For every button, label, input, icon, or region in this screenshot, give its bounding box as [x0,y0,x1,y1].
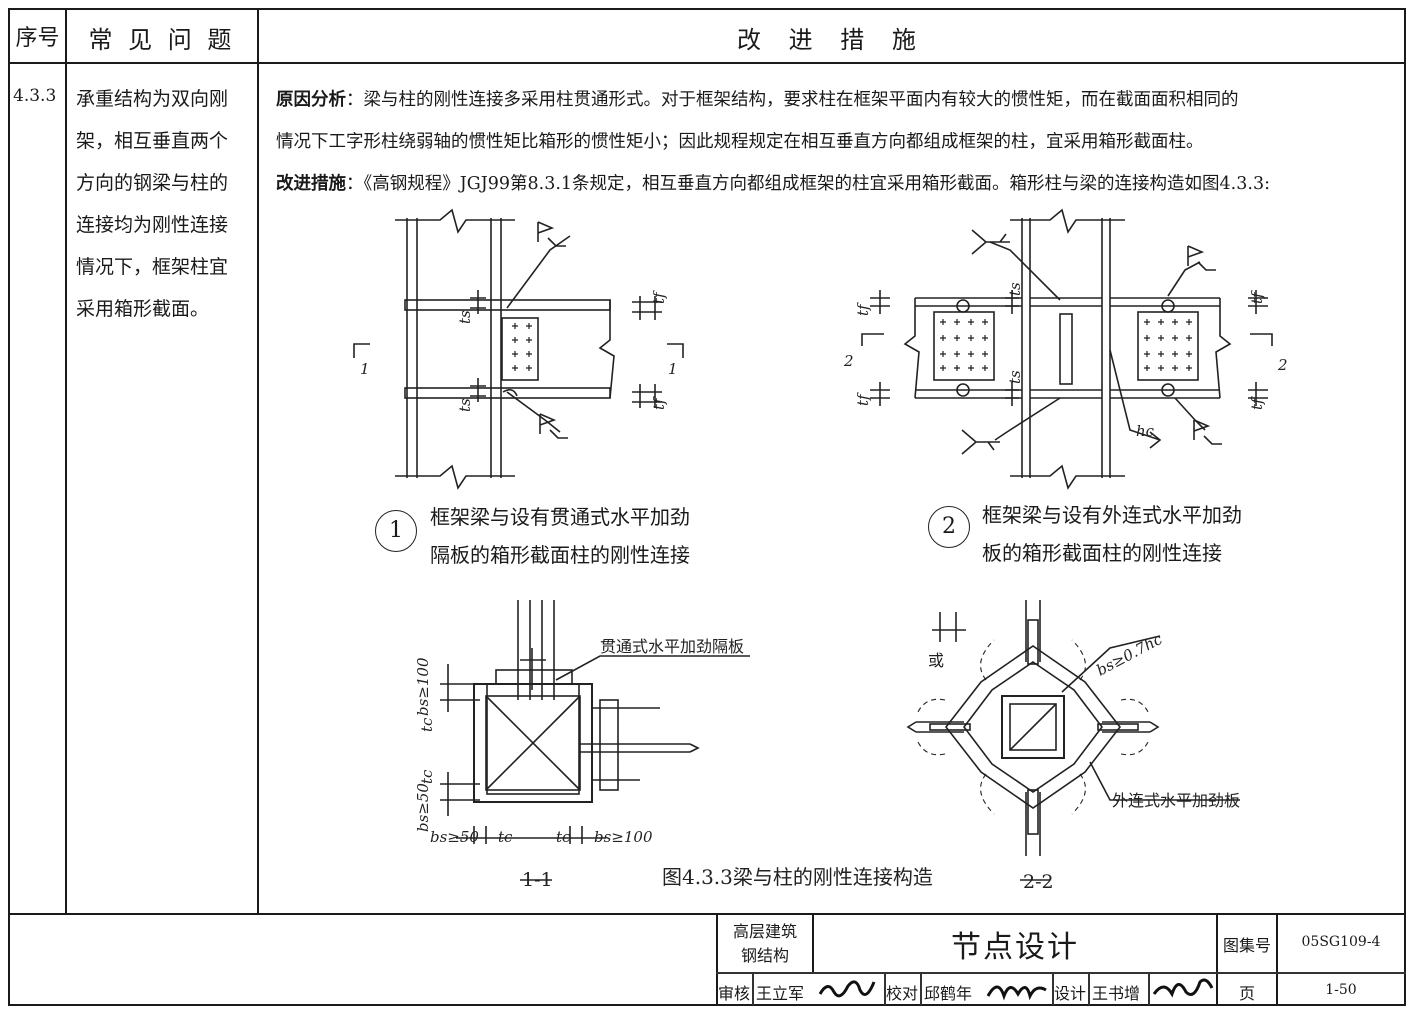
measure-text: ：《高钢规程》JGJ99第8.3.1条规定，相互垂直方向都组成框架的柱宜采用箱形… [346,174,1270,194]
frame-left [8,8,10,1006]
header-col-no: 序号 [15,26,60,51]
problem-line: 架，相互垂直两个 [76,130,229,152]
dim-bottom-tc-2: tc [556,828,571,846]
tb-category: 高层建筑 钢结构 [718,920,812,968]
dim-tc-vert-1: tc [418,717,436,732]
problem-line: 情况下，框架柱宜 [76,256,229,278]
fig1-caption-line: 隔板的箱形截面柱的刚性连接 [430,543,690,567]
tb-designer: 王书增 [1092,984,1141,1003]
col-divider-1 [65,8,67,914]
fig1-number-circle: 1 [375,510,417,552]
label-ts-3: ts [1006,282,1024,296]
fig2-elevation [861,208,1273,490]
tb-div-b3 [920,973,922,1005]
content-bottom [8,913,1406,915]
tb-design-label: 设计 [1054,984,1087,1003]
tb-page-label: 页 [1238,984,1255,1003]
tb-category-line: 钢结构 [740,946,789,965]
section-1-1 [440,600,750,881]
sec-mark-2-left: 2 [843,352,854,370]
label-tf-3: tf [854,302,872,316]
measure-line: 改进措施：《高钢规程》JGJ99第8.3.1条规定，相互垂直方向都组成框架的柱宜… [276,170,1270,195]
label-ts-1: ts [456,310,474,324]
tb-category-line: 高层建筑 [732,922,797,941]
label-ts-2: ts [456,398,474,412]
section-2-2 [906,600,1240,881]
tb-title: 节点设计 [951,930,1079,965]
dim-bs100-vert: bs≥100 [414,657,432,716]
tb-div-b2 [884,973,886,1005]
figure-title: 图4.3.3梁与柱的刚性连接构造 [662,865,933,889]
problem-line: 方向的钢梁与柱的 [76,172,229,194]
fig1-caption: 框架梁与设有贯通式水平加劲 隔板的箱形截面柱的刚性连接 [430,498,690,574]
tb-checker: 邱鹤年 [924,984,973,1003]
problem-line: 连接均为刚性连接 [76,214,229,236]
fig2-caption-line: 板的箱形截面柱的刚性连接 [982,541,1222,565]
label-tf-1: tf [650,290,668,304]
col-divider-2 [257,8,259,914]
frame-top [8,8,1406,10]
dim-bs07hc: bs≥0.7hc [1093,630,1165,680]
sec-mark-1-left: 1 [360,360,370,378]
problem-line: 承重结构为双向刚 [76,88,229,110]
frame-right [1404,8,1406,1006]
dim-bottom-bs100: bs≥100 [594,828,653,846]
tb-div-b6 [1148,973,1150,1005]
label-tf-6: tf [1248,396,1266,410]
tb-div-cat [812,913,814,973]
tb-div-b1 [752,973,754,1005]
dim-or-label: 或 [928,651,944,670]
fig2-caption-line: 框架梁与设有外连式水平加劲 [982,503,1242,527]
tb-div-atlas [1276,913,1278,1005]
problem-line: 采用箱形截面。 [76,298,210,320]
label-tf-2: tf [650,396,668,410]
section1-note: 贯通式水平加劲隔板 [600,637,744,656]
section1-label: 1-1 [522,869,553,891]
fig1-caption-line: 框架梁与设有贯通式水平加劲 [430,505,690,529]
tb-div-title [1216,913,1218,1005]
dim-bottom-tc-1: tc [498,828,513,846]
measure-label: 改进措施 [276,174,346,194]
row-number: 4.3.3 [13,86,57,106]
tb-div-b5 [1088,973,1090,1005]
label-hc: hc [1136,422,1155,440]
tb-atlas-no: 05SG109-4 [1301,934,1381,950]
fig2-number-circle: 2 [928,506,970,548]
fig2-caption: 框架梁与设有外连式水平加劲 板的箱形截面柱的刚性连接 [982,496,1242,572]
label-tf-4: tf [854,392,872,406]
analysis-label: 原因分析 [276,90,346,110]
sec-mark-2-right: 2 [1277,356,1288,374]
dim-bs50-vert: bs≥50 [414,783,432,832]
section2-note: 外连式水平加劲板 [1112,791,1240,810]
analysis-text-1: ：梁与柱的刚性连接多采用柱贯通形式。对于框架结构，要求柱在框架平面内有较大的惯性… [346,90,1239,110]
designer-signature [1152,978,1214,998]
header-col-measure: 改 进 措 施 [737,26,926,54]
header-divider [8,62,1406,64]
tb-row-divider [716,972,1406,974]
dim-bottom-bs50: bs≥50 [430,828,479,846]
analysis-line-2: 情况下工字形柱绕弱轴的惯性矩比箱形的惯性矩小；因此规程规定在相互垂直方向都组成框… [276,132,1204,152]
fig1-elevation [353,208,684,490]
label-tf-5: tf [1248,290,1266,304]
tb-reviewer: 王立军 [756,984,805,1003]
tb-div-b4 [1052,973,1054,1005]
dim-tc-vert-2: tc [418,769,436,784]
tb-page-no: 1-50 [1325,982,1357,998]
tb-atlas-label: 图集号 [1222,936,1271,955]
checker-signature [986,985,1047,1001]
frame-bottom [8,1004,1406,1006]
reviewer-signature [818,980,876,998]
sec-mark-1-right: 1 [668,360,678,378]
tb-div-left [716,913,718,1005]
tb-check-label: 校对 [886,984,919,1003]
label-ts-4: ts [1006,370,1024,384]
tb-review-label: 审核 [718,984,751,1003]
problem-text: 承重结构为双向刚 架，相互垂直两个 方向的钢梁与柱的 连接均为刚性连接 情况下，… [76,78,246,330]
section2-label: 2-2 [1023,871,1054,893]
header-col-problem: 常 见 问 题 [88,26,236,54]
analysis-line-1: 原因分析：梁与柱的刚性连接多采用柱贯通形式。对于框架结构，要求柱在框架平面内有较… [276,86,1239,111]
